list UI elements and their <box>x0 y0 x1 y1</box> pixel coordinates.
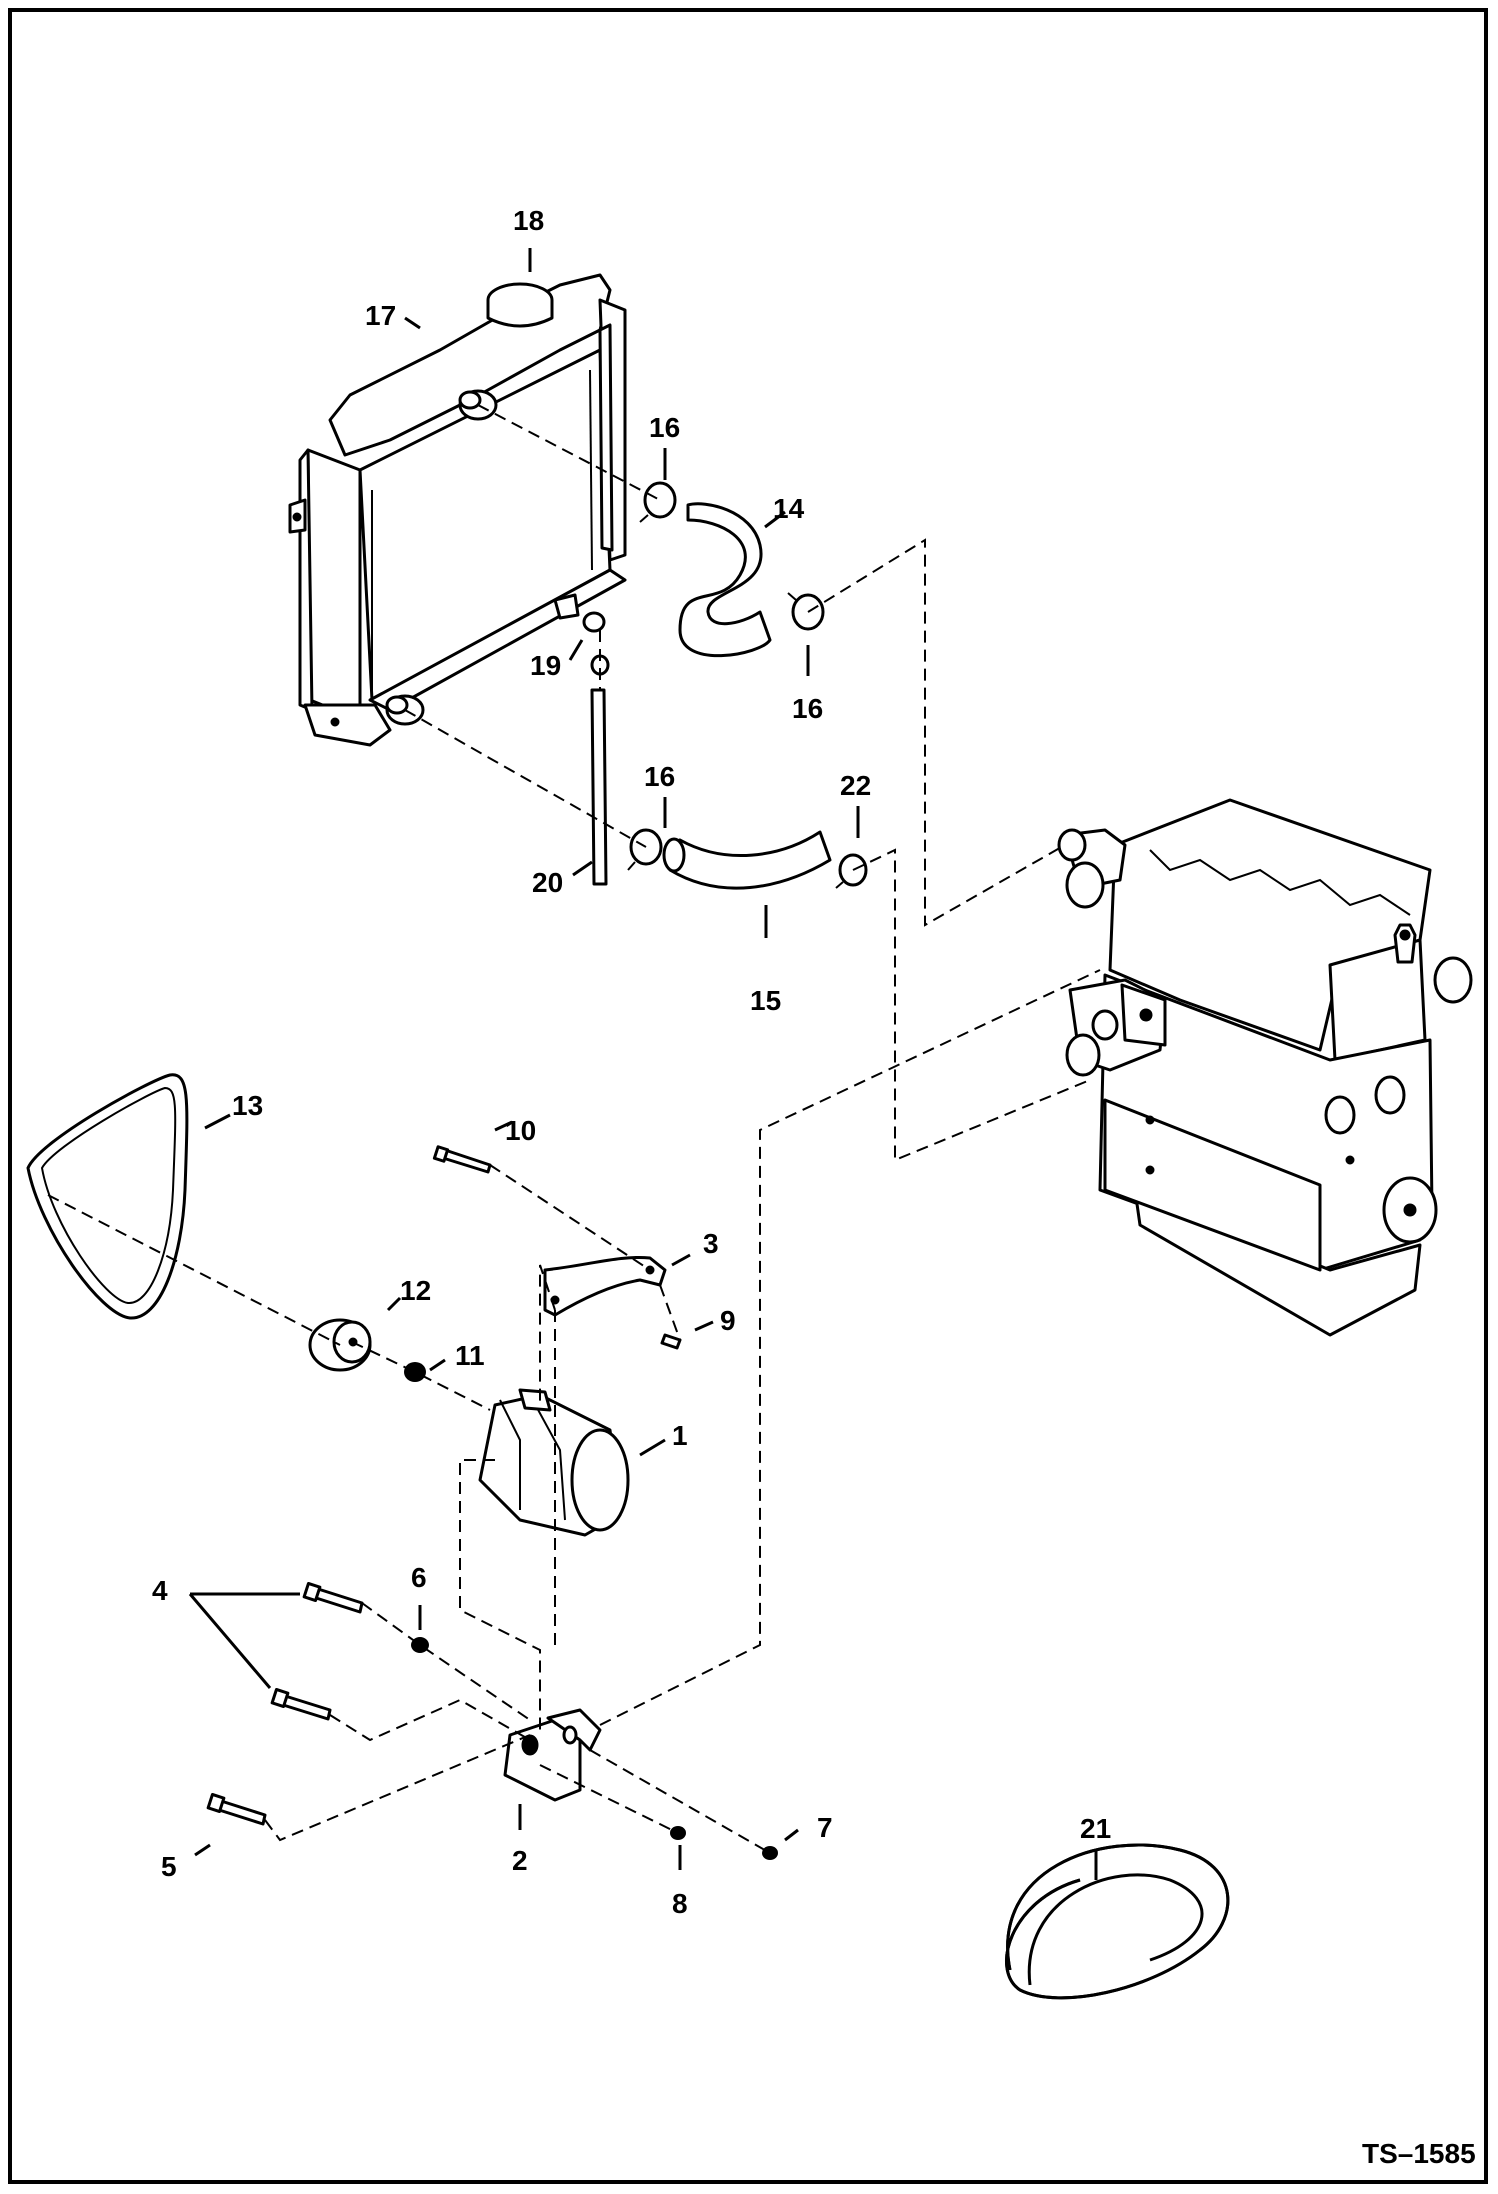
callout-14: 14 <box>773 493 805 524</box>
bolt <box>660 1333 682 1350</box>
coolant-hose-coil <box>1005 1843 1230 2000</box>
callout-16c: 16 <box>644 761 675 792</box>
callout-16b: 16 <box>792 693 823 724</box>
callout-8: 8 <box>672 1888 688 1919</box>
lower-hose <box>668 830 832 890</box>
drain-clamp <box>582 611 610 676</box>
callout-20: 20 <box>532 867 563 898</box>
engine-block <box>1057 798 1473 1337</box>
hose-clamp <box>627 828 663 871</box>
callout-5: 5 <box>161 1851 177 1882</box>
callout-2: 2 <box>512 1845 528 1876</box>
callout-10: 10 <box>505 1115 536 1146</box>
radiator-cap <box>486 282 554 328</box>
callout-11: 11 <box>455 1340 485 1371</box>
hose-clamp <box>835 853 868 889</box>
callout-19: 19 <box>530 650 561 681</box>
bolt <box>441 1148 492 1174</box>
callout-3: 3 <box>703 1228 719 1259</box>
page-border <box>8 8 1488 2184</box>
callout-21: 21 <box>1080 1813 1111 1844</box>
callout-12: 12 <box>400 1275 431 1306</box>
assembly-lines <box>47 404 1101 1854</box>
mounting-bracket <box>503 1708 602 1802</box>
callout-16a: 16 <box>649 412 680 443</box>
hose-clamp <box>639 481 677 523</box>
callout-17: 17 <box>365 300 396 331</box>
nut <box>404 1362 426 1382</box>
callout-7: 7 <box>817 1812 833 1843</box>
callout-15: 15 <box>750 985 781 1016</box>
drain-tube <box>590 688 608 886</box>
upper-hose <box>678 502 772 658</box>
adjusting-bracket <box>543 1255 667 1317</box>
callout-22: 22 <box>840 770 871 801</box>
callout-6: 6 <box>411 1562 427 1593</box>
nut <box>762 1846 778 1860</box>
drawing-id: TS–1585 <box>1362 2138 1476 2169</box>
bolt <box>311 1586 364 1614</box>
callout-18: 18 <box>513 205 544 236</box>
callout-1: 1 <box>672 1420 688 1451</box>
radiator <box>288 273 627 747</box>
callout-9: 9 <box>720 1305 736 1336</box>
hose-clamp <box>787 592 825 631</box>
callout-13: 13 <box>232 1090 263 1121</box>
alternator <box>478 1388 630 1537</box>
fan-belt <box>26 1073 189 1320</box>
leader-lines <box>188 248 1098 1880</box>
callout-4: 4 <box>152 1575 168 1606</box>
callouts: 18 17 16 14 16 19 16 22 20 15 13 10 3 12… <box>152 205 1476 2169</box>
